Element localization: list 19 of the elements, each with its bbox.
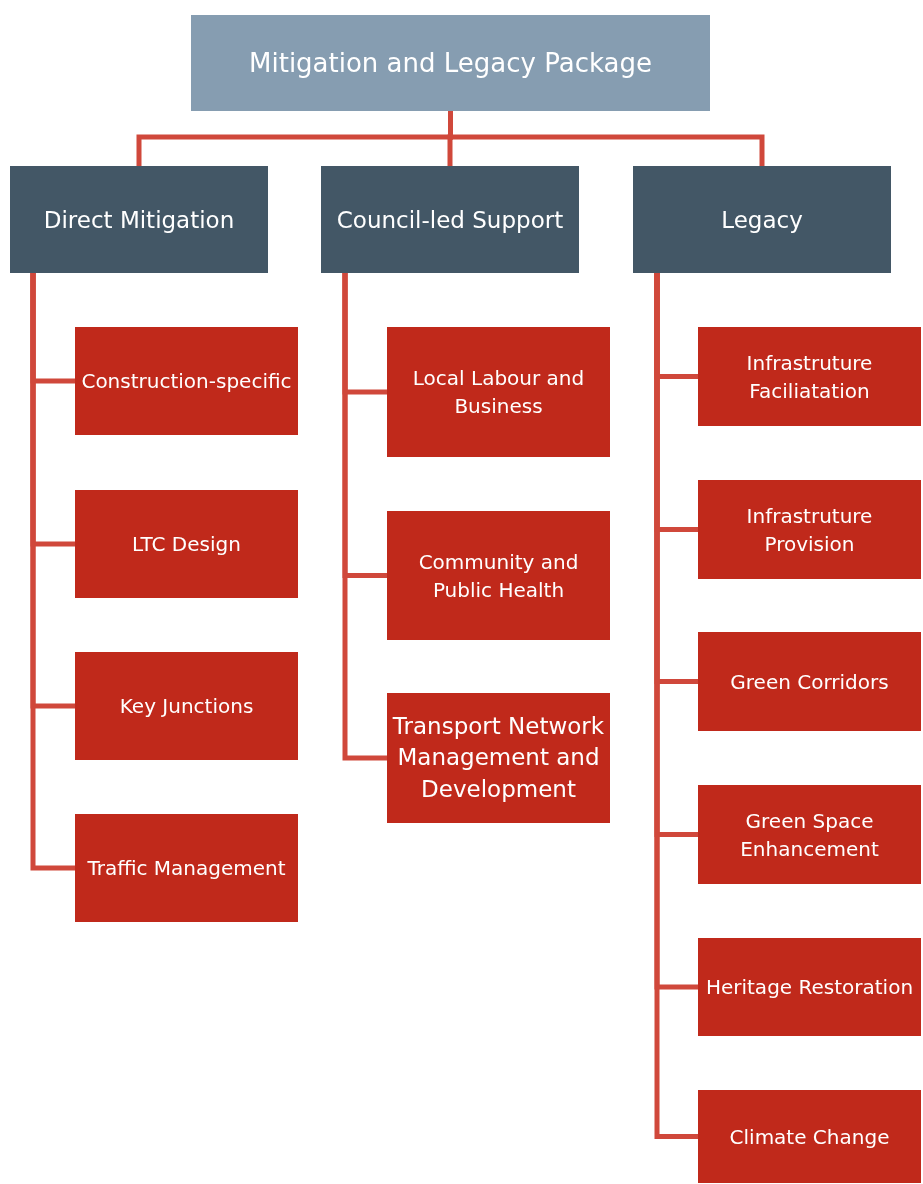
item-box: Climate Change bbox=[698, 1090, 921, 1183]
connector-line bbox=[30, 273, 75, 871]
category-box: Council-led Support bbox=[321, 166, 579, 273]
item-box: Infrastruture Faciliatation bbox=[698, 327, 921, 426]
category-box: Legacy bbox=[633, 166, 891, 273]
item-box: Green Corridors bbox=[698, 632, 921, 731]
category-box: Direct Mitigation bbox=[10, 166, 268, 273]
item-box: Traffic Management bbox=[75, 814, 298, 922]
item-box: Construction-specific bbox=[75, 327, 298, 435]
connector-line bbox=[342, 273, 387, 761]
item-box: Infrastruture Provision bbox=[698, 480, 921, 579]
item-box: Transport Network Management and Development bbox=[387, 693, 610, 823]
item-box: Local Labour and Business bbox=[387, 327, 610, 457]
item-box: Community and Public Health bbox=[387, 511, 610, 640]
item-box: Heritage Restoration bbox=[698, 938, 921, 1036]
root-box: Mitigation and Legacy Package bbox=[191, 15, 710, 111]
item-box: LTC Design bbox=[75, 490, 298, 598]
item-box: Green Space Enhancement bbox=[698, 785, 921, 884]
item-box: Key Junctions bbox=[75, 652, 298, 760]
